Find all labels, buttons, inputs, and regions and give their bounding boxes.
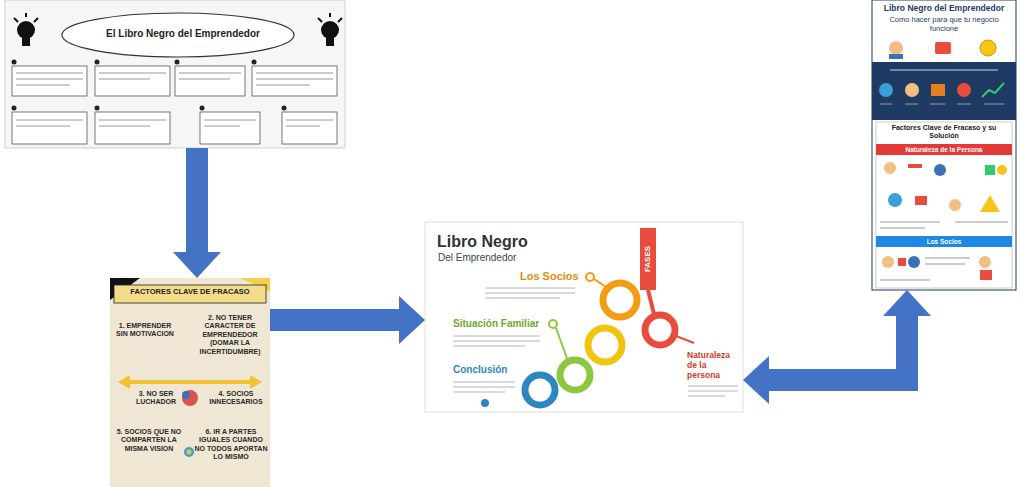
section-heading: Naturaleza de la persona <box>687 350 741 381</box>
list-item: 6. IR A PARTES IGUALES CUANDO NO TODOS A… <box>194 428 268 462</box>
thumbnail-three-art <box>425 222 743 412</box>
band-label: Naturaleza de la Persona <box>876 146 1012 154</box>
thumbnail-four-art <box>872 0 1016 290</box>
arrow-head <box>883 290 931 316</box>
thumbnail-one-art <box>5 0 345 148</box>
thumbnail-card: Libro NegroDel EmprendedorLos SociosSitu… <box>425 222 743 412</box>
list-item: 5. SOCIOS QUE NO COMPARTEN LA MISMA VISI… <box>114 428 184 453</box>
arrow-shaft <box>186 148 208 253</box>
list-item: 4. SOCIOS INNECESARIOS <box>206 390 266 407</box>
thumbnail-card: Libro Negro del EmprendedorComo hacer pa… <box>872 0 1016 290</box>
section-heading: Conclusión <box>453 364 533 376</box>
thumbnail-card: El Libro Negro del Emprendedor <box>5 0 345 148</box>
band-label: Los Socios <box>876 238 1012 246</box>
card-title: Libro Negro del Emprendedor <box>874 3 1014 13</box>
block-arrow <box>743 290 931 404</box>
list-item: 1. EMPRENDER SIN MOTIVACION <box>114 322 176 339</box>
block-arrow <box>173 148 221 278</box>
arrow-head <box>399 296 425 344</box>
list-item: 3. NO SER LUCHADOR <box>126 390 186 407</box>
thumbnail-card: FACTORES CLAVE DE FRACASO 1. EMPRENDER SI… <box>110 278 270 487</box>
card-subtitle: Del Emprendedor <box>438 252 588 264</box>
card-title: El Libro Negro del Emprendedor <box>75 28 291 40</box>
arrow-head <box>173 252 221 278</box>
section-heading: Factores Clave de Fracaso y su Solución <box>876 124 1012 141</box>
arrow-shaft <box>270 309 400 331</box>
section-heading: Situación Familiar <box>453 318 563 330</box>
card-title: Libro Negro <box>437 232 587 251</box>
list-item: 2. NO TENER CARACTER DE EMPRENDEDOR (DOM… <box>192 314 268 356</box>
card-title: FACTORES CLAVE DE FRACASO <box>118 287 262 296</box>
arrow-head <box>743 356 769 404</box>
thumbnail-two-art <box>110 278 270 487</box>
vertical-tab: FASES <box>643 246 653 272</box>
section-heading: Los Socios <box>520 270 600 283</box>
arrow-shaft <box>768 315 907 380</box>
block-arrow <box>270 296 425 344</box>
card-subtitle: Como hacer para que tu negocio funcione <box>876 15 1012 33</box>
